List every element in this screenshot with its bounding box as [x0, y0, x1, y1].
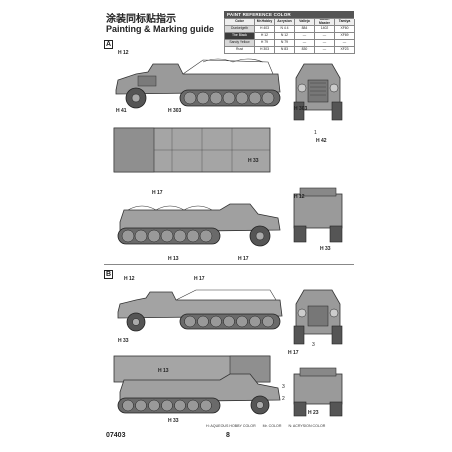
callout-text: H 17	[152, 190, 163, 196]
legend-aqueous: H: AQUEOUS HOBBY COLOR	[206, 424, 256, 428]
callout-a7: H 17	[152, 190, 163, 196]
callout-a8: H 13	[168, 256, 179, 262]
cell: XF60	[335, 26, 355, 33]
callout-b3: H 33	[118, 338, 129, 344]
cell: —	[295, 33, 315, 40]
cell: 830	[295, 47, 315, 54]
callout-text: H 23	[308, 410, 319, 416]
callout-text: H 42	[316, 138, 327, 144]
cell: N 12	[275, 33, 295, 40]
halftrack-rear-view-a	[293, 187, 343, 243]
halftrack-front-view-a	[293, 63, 343, 121]
callout-b4: H 17	[288, 350, 299, 356]
callout-b2: H 17	[194, 276, 205, 282]
callout-text: H 17	[288, 350, 299, 356]
cell: Dunkelgelb	[225, 26, 255, 33]
col-tamiya: Tamiya	[335, 19, 355, 26]
callout-text: H 41	[116, 108, 127, 114]
callout-text: H 33	[248, 158, 259, 164]
callout-b6: H 33	[168, 418, 179, 424]
callout-b5: H 13	[158, 368, 169, 374]
callout-a6: H 33	[248, 158, 259, 164]
callout-text: H 303	[294, 106, 308, 112]
halftrack-rear-view-b	[293, 367, 343, 417]
callout-text: H 17	[194, 276, 205, 282]
halftrack-side-view-b1	[117, 289, 283, 332]
cell: —	[315, 33, 335, 40]
halftrack-side-view-a1	[115, 58, 281, 109]
page-number: 8	[226, 432, 230, 439]
cell: —	[295, 40, 315, 47]
legend-acrysion: N: ACRYSION COLOR	[288, 424, 326, 428]
paint-reference-title: PAINT REFERENCE COLOR	[224, 11, 354, 18]
cell: N 83	[275, 47, 295, 54]
title-chinese: 涂装同标贴指示	[106, 14, 176, 25]
col-color: Color	[225, 19, 255, 26]
number-label-3b: 3	[282, 384, 285, 390]
instruction-sheet: 涂装同标贴指示 Painting & Marking guide PAINT R…	[98, 6, 358, 446]
callout-text: H 33	[118, 338, 129, 344]
color-legend: H: AQUEOUS HOBBY COLOR Mr. COLOR N: ACRY…	[206, 424, 325, 428]
cell: Rust	[225, 47, 255, 54]
callout-a9: H 12	[294, 194, 305, 200]
callout-a1: H 12	[118, 50, 129, 56]
col-vallejo: Vallejo	[295, 19, 315, 26]
cell: —	[315, 40, 335, 47]
callout-b1: H 12	[124, 276, 135, 282]
callout-text: H 13	[168, 256, 179, 262]
cell: N 4 4	[275, 26, 295, 33]
cell: H 12	[255, 33, 275, 40]
callout-a3: H 303	[168, 108, 181, 114]
cell: 884	[295, 26, 315, 33]
callout-text: H 33	[168, 418, 179, 424]
callout-a4: H 303	[294, 106, 307, 112]
section-b-label: B	[104, 270, 113, 279]
section-divider	[104, 264, 354, 265]
callout-a5: H 42	[316, 138, 327, 144]
number-label-3: 3	[312, 342, 315, 348]
callout-text: H 17	[238, 256, 249, 262]
legend-mrcolor: Mr. COLOR	[262, 424, 282, 428]
cell: The Black	[225, 33, 255, 40]
cell: —	[315, 47, 335, 54]
col-mrhobby: Mr.Hobby	[255, 19, 275, 26]
cell: —	[335, 40, 355, 47]
callout-text: H 12	[294, 194, 305, 200]
col-modelmaster: Model Master	[315, 19, 335, 26]
callout-a2: H 41	[116, 108, 127, 114]
cell: N 79	[275, 40, 295, 47]
callout-a10: H 17	[238, 256, 249, 262]
halftrack-side-view-a2	[117, 203, 281, 247]
number-label-2: 2	[282, 396, 285, 402]
callout-a11: H 33	[320, 246, 331, 252]
callout-text: H 303	[168, 108, 182, 114]
halftrack-front-view-b	[293, 289, 343, 345]
col-acrysion: Acrysion	[275, 19, 295, 26]
callout-text: H 12	[124, 276, 135, 282]
paint-reference-table: Color Mr.Hobby Acrysion Vallejo Model Ma…	[224, 18, 355, 54]
callout-text: H 12	[118, 50, 129, 56]
cell: 1402	[315, 26, 335, 33]
halftrack-top-view-a	[113, 127, 271, 173]
callout-b7: H 23	[308, 410, 319, 416]
callout-text: H 13	[158, 368, 169, 374]
cell: H 303	[255, 47, 275, 54]
cell: XF69	[335, 33, 355, 40]
cell: XF23	[335, 47, 355, 54]
cell: Sandy Yellow	[225, 40, 255, 47]
cell: H 79	[255, 40, 275, 47]
halftrack-side-view-b2	[117, 373, 281, 415]
kit-number: 07403	[106, 432, 126, 439]
number-label-1: 1	[314, 130, 317, 136]
title-english: Painting & Marking guide	[106, 24, 215, 34]
cell: H 403	[255, 26, 275, 33]
callout-text: H 33	[320, 246, 331, 252]
section-a-label: A	[104, 40, 113, 49]
